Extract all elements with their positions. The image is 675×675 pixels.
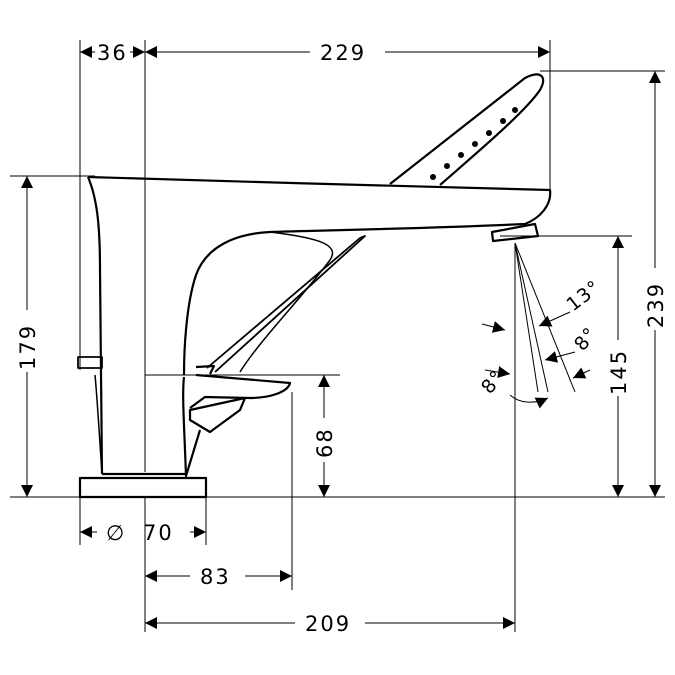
angle-8-left: 8°: [477, 366, 509, 398]
dimension-239: 239: [644, 282, 668, 328]
handle-holder: [189, 373, 292, 409]
dimension-83: 83: [200, 565, 231, 589]
handle-clip: [188, 396, 247, 434]
faucet-body: [77, 175, 552, 499]
dimension-229: 229: [320, 41, 366, 65]
spout-tip: [490, 222, 540, 243]
handle-lever: [195, 364, 216, 375]
dimension-70: 70: [143, 521, 174, 545]
shower-head: [389, 73, 545, 186]
angle-13: 13°: [563, 276, 605, 316]
shower-hose: [206, 235, 366, 373]
dimension-145: 145: [607, 349, 631, 395]
dimension-68: 68: [313, 427, 337, 458]
left-knob: [77, 356, 103, 369]
diameter-symbol: ∅: [106, 521, 126, 545]
dimension-179: 179: [16, 324, 40, 370]
spout-outline: [87, 175, 552, 376]
dimension-209: 209: [305, 612, 351, 636]
dimension-lines: [21, 46, 661, 629]
body-front-outline: [86, 176, 104, 475]
jet-lines: [514, 242, 576, 395]
left-knob-lower: [94, 374, 103, 475]
dimension-36: 36: [97, 41, 128, 65]
hand-shower: [206, 73, 545, 373]
angle-8-right: 8°: [570, 323, 602, 355]
shower-hose-curve: [239, 231, 334, 373]
base-plate: [78, 476, 208, 499]
angle-markers: [481, 311, 591, 409]
shower-nozzles: [430, 107, 518, 180]
spout-underside: [182, 376, 202, 478]
